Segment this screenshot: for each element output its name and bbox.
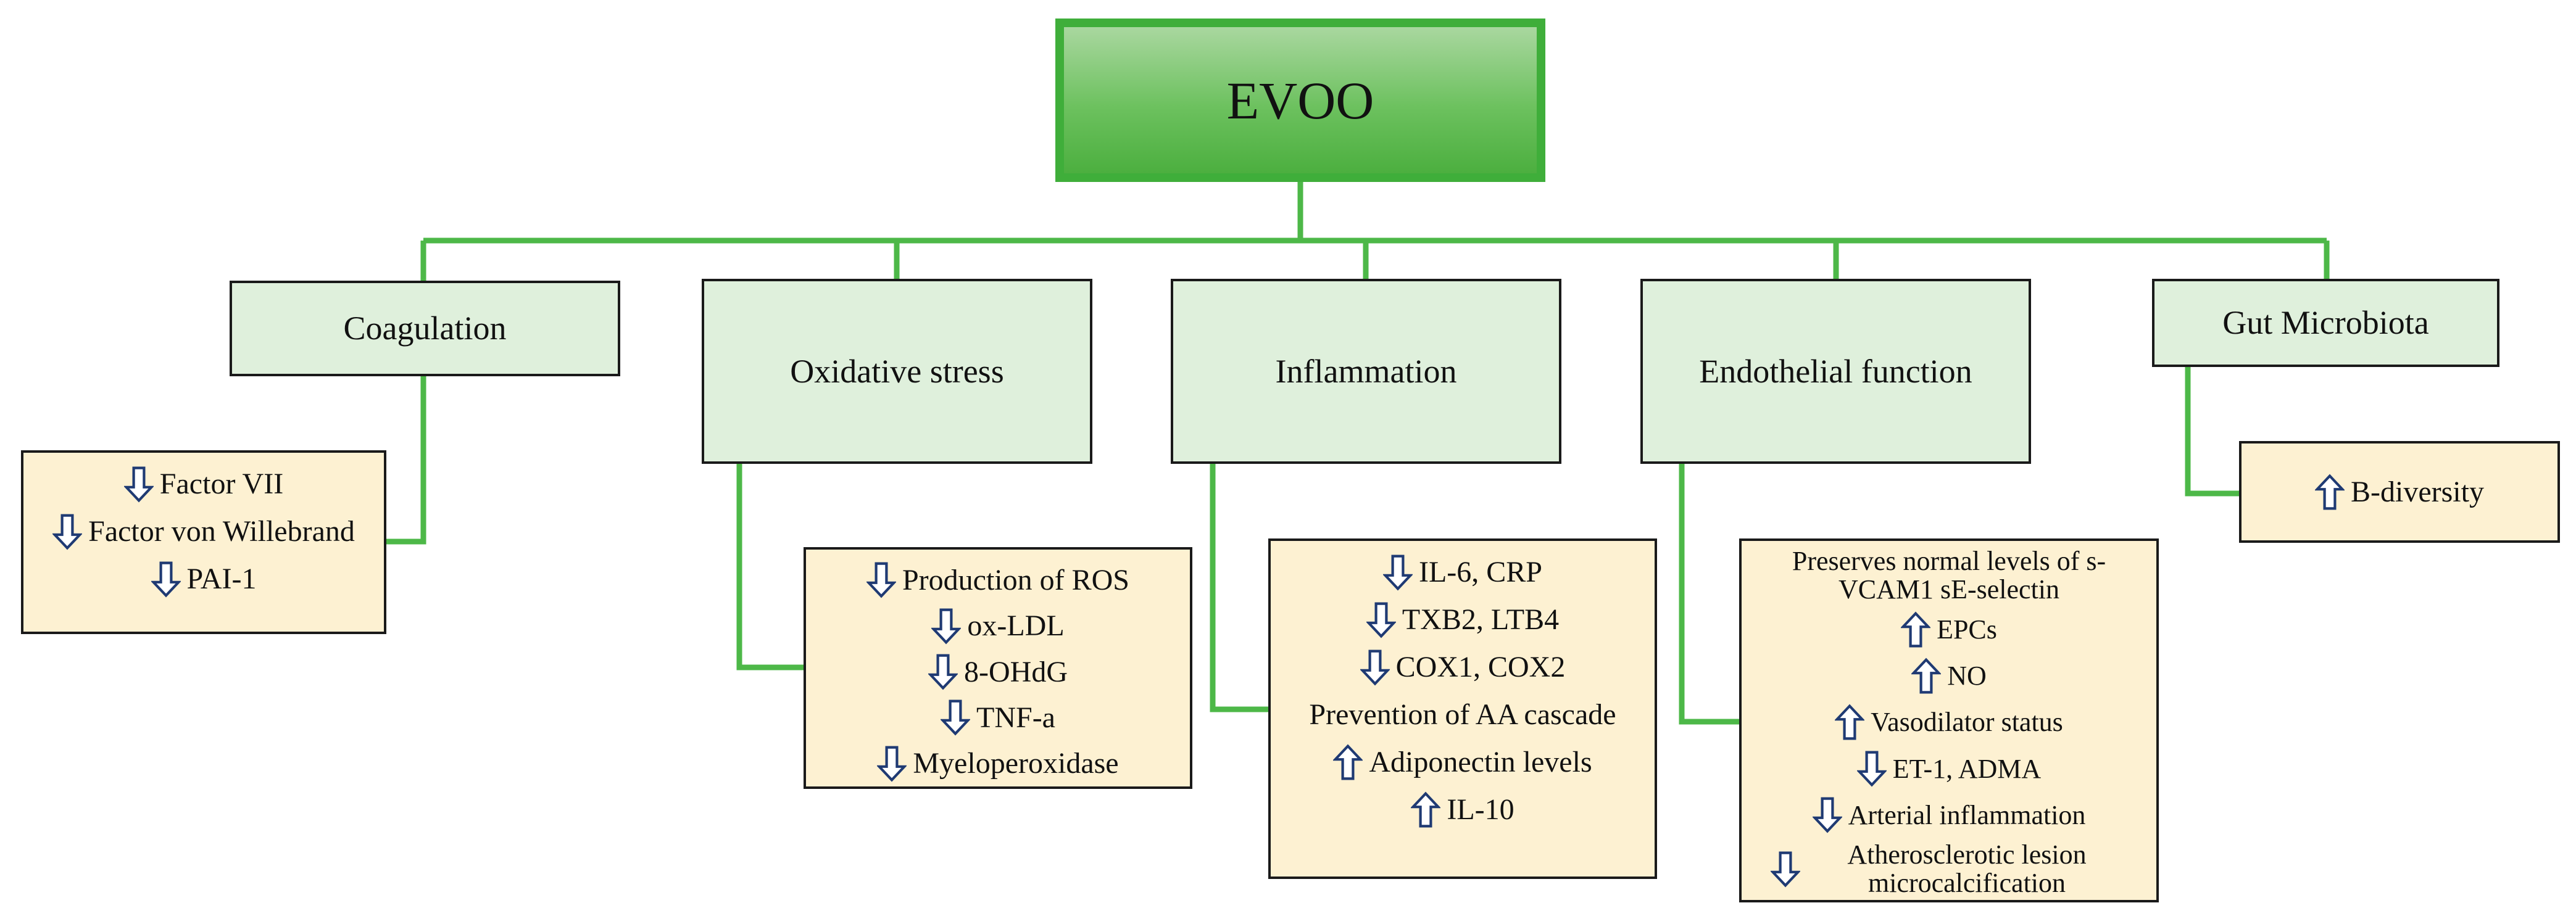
list-item: IL-6, CRP	[1382, 548, 1542, 596]
up-arrow-icon	[2315, 474, 2345, 511]
list-item: B-diversity	[2315, 468, 2484, 516]
category-label: Oxidative stress	[790, 352, 1004, 390]
down-arrow-icon	[1366, 601, 1396, 638]
list-item-text: Preserves normal levels of s-VCAM1 sE-se…	[1792, 546, 2106, 605]
link-gut-line	[2185, 367, 2240, 497]
list-item-text: 8-OHdG	[964, 655, 1068, 688]
down-arrow-icon	[1382, 554, 1413, 591]
link-oxidative-line	[736, 464, 804, 670]
list-item-text: COX1, COX2	[1395, 651, 1566, 683]
list-item-text: Production of ROS	[902, 563, 1129, 596]
down-arrow-icon	[931, 608, 962, 645]
link-inflammation-line	[1210, 464, 1269, 712]
up-arrow-icon	[1333, 744, 1363, 781]
list-item-text: EPCs	[1937, 614, 1997, 645]
down-arrow-icon	[151, 561, 181, 598]
down-arrow-icon	[866, 561, 896, 598]
list-item: IL-10	[1411, 786, 1514, 833]
category-box-oxidative-stress: Oxidative stress	[702, 279, 1092, 464]
list-item: COX1, COX2	[1360, 643, 1566, 691]
root-label: EVOO	[1226, 70, 1374, 130]
category-label: Coagulation	[343, 310, 507, 347]
list-item: TNF-a	[941, 695, 1055, 740]
list-item: Myeloperoxidase	[877, 741, 1119, 786]
list-item: ET-1, ADMA	[1856, 746, 2042, 792]
root-box: EVOO	[1055, 19, 1545, 182]
list-item: Arterial inflammation	[1812, 792, 2086, 838]
list-item-text: Arterial inflammation	[1848, 799, 2086, 830]
list-item: Vasodilator status	[1835, 699, 2063, 745]
list-item: EPCs	[1901, 606, 1997, 653]
category-label: Endothelial function	[1699, 352, 1972, 390]
category-label: Inflammation	[1275, 352, 1457, 390]
list-item-text: Atherosclerotic lesion microcalcificatio…	[1847, 839, 2087, 898]
list-item-text: Prevention of AA cascade	[1309, 698, 1616, 731]
list-item: Adiponectin levels	[1333, 738, 1592, 786]
list-item-text: PAI-1	[186, 563, 257, 595]
list-item: Factor VII	[123, 460, 284, 508]
list-item: TXB2, LTB4	[1366, 596, 1559, 643]
category-box-coagulation: Coagulation	[230, 281, 620, 376]
list-item-text: ox-LDL	[967, 609, 1065, 643]
list-item: Preserves normal levels of s-VCAM1 sE-se…	[1742, 545, 2156, 606]
list-item-text: ET-1, ADMA	[1892, 753, 2042, 784]
list-item: Prevention of AA cascade	[1309, 691, 1616, 738]
detail-box-endothelial-function: Preserves normal levels of s-VCAM1 sE-se…	[1739, 538, 2159, 902]
link-coagulation-line	[384, 376, 426, 545]
up-arrow-icon	[1835, 704, 1865, 741]
category-label: Gut Microbiota	[2222, 304, 2429, 342]
down-arrow-icon	[52, 513, 83, 550]
category-box-inflammation: Inflammation	[1171, 279, 1561, 464]
list-item: Factor von Willebrand	[52, 508, 355, 555]
list-item-text: Factor VII	[159, 468, 284, 500]
list-item-text: TXB2, LTB4	[1402, 603, 1560, 636]
down-arrow-icon	[928, 653, 958, 690]
list-item: NO	[1911, 653, 1987, 699]
list-item-text: NO	[1947, 661, 1987, 691]
list-item-text: IL-10	[1447, 793, 1514, 826]
list-item-text: Vasodilator status	[1871, 707, 2063, 738]
detail-box-gut-microbiota: B-diversity	[2239, 441, 2560, 543]
up-arrow-icon	[1911, 658, 1942, 695]
list-item: ox-LDL	[931, 603, 1065, 648]
list-item-text: Factor von Willebrand	[88, 515, 355, 548]
list-item: Atherosclerotic lesion microcalcificatio…	[1766, 838, 2132, 900]
link-endothelial-line	[1679, 464, 1740, 725]
list-item: PAI-1	[151, 555, 257, 603]
category-box-endothelial-function: Endothelial function	[1640, 279, 2031, 464]
down-arrow-icon	[941, 699, 971, 736]
list-item-text: B-diversity	[2351, 476, 2484, 508]
down-arrow-icon	[1812, 796, 1842, 833]
list-item-text: IL-6, CRP	[1418, 556, 1542, 588]
down-arrow-icon	[1856, 750, 1887, 787]
down-arrow-icon	[877, 745, 907, 782]
category-box-gut-microbiota: Gut Microbiota	[2152, 279, 2499, 367]
list-item: 8-OHdG	[928, 649, 1068, 695]
up-arrow-icon	[1901, 611, 1931, 648]
list-item-text: Myeloperoxidase	[913, 747, 1119, 780]
down-arrow-icon	[123, 466, 154, 503]
list-item-text: TNF-a	[976, 701, 1055, 734]
down-arrow-icon	[1360, 649, 1390, 686]
up-arrow-icon	[1411, 791, 1441, 828]
list-item-text: Adiponectin levels	[1369, 746, 1592, 778]
list-item: Production of ROS	[866, 557, 1129, 603]
down-arrow-icon	[1771, 851, 1800, 888]
